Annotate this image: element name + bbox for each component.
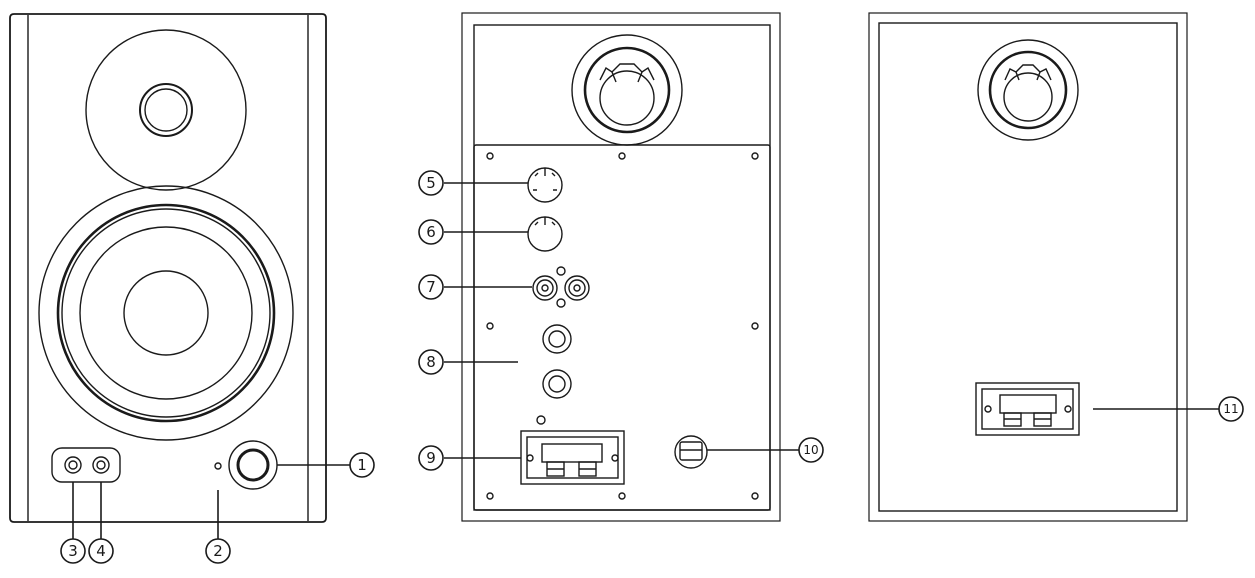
callout-label-2: 2	[213, 542, 223, 560]
callout-5	[418, 170, 444, 196]
headphone-aux-panel	[51, 447, 121, 483]
power-indicator	[214, 462, 222, 470]
callout-9	[418, 445, 444, 471]
callout-4	[88, 538, 114, 564]
callout-label-7: 7	[426, 278, 436, 296]
callout-3	[60, 538, 86, 564]
callout-label-4: 4	[96, 542, 106, 560]
callout-label-9: 9	[426, 449, 436, 467]
bass-port	[571, 34, 683, 146]
callout-10	[798, 437, 824, 463]
rca-input-jacks	[532, 266, 590, 308]
rear-cabinet	[461, 12, 781, 522]
callout-11	[1218, 396, 1244, 422]
small-indicator	[536, 415, 546, 425]
callout-6	[418, 219, 444, 245]
callout-label-5: 5	[426, 174, 436, 192]
woofer	[38, 185, 294, 441]
passive-cabinet	[868, 12, 1188, 522]
callout-label-8: 8	[426, 353, 436, 371]
tweeter	[85, 29, 247, 191]
callout-label-10: 10	[803, 443, 818, 457]
rear-view	[461, 12, 781, 522]
front-cabinet	[9, 13, 327, 523]
leader-lines	[72, 182, 1219, 539]
power-cord-inlet	[674, 435, 708, 469]
balanced-input-jacks	[542, 324, 572, 399]
bass-knob	[527, 216, 563, 252]
treble-knob	[527, 167, 563, 203]
speaker-output-terminal	[520, 430, 625, 485]
callout-label-3: 3	[68, 542, 78, 560]
callout-2	[205, 538, 231, 564]
passive-input-terminal	[975, 382, 1080, 436]
volume-knob	[228, 440, 278, 490]
callout-7	[418, 274, 444, 300]
front-view	[9, 13, 327, 523]
passive-bass-port	[977, 39, 1079, 141]
passive-rear-view	[868, 12, 1188, 522]
callout-8	[418, 349, 444, 375]
callout-label-11: 11	[1223, 402, 1238, 416]
amplifier-plate	[473, 144, 771, 511]
callout-label-1: 1	[357, 456, 367, 474]
callout-label-6: 6	[426, 223, 436, 241]
callout-1	[349, 452, 375, 478]
